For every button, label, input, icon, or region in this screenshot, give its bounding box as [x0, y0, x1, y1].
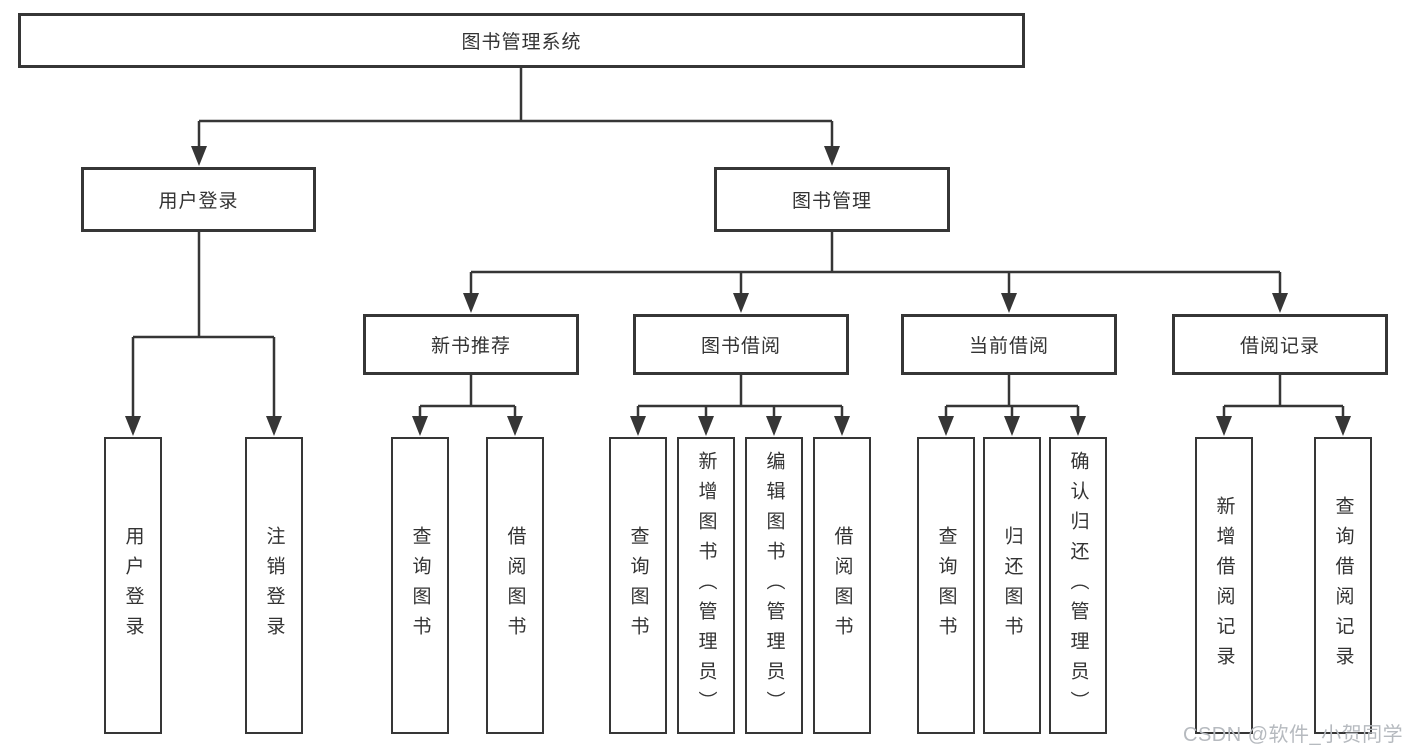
leaf-query-borrow-record: 查询借阅记录: [1314, 437, 1372, 734]
node-borrow-records: 借阅记录: [1172, 314, 1388, 375]
leaf-add-borrow-record: 新增借阅记录: [1195, 437, 1253, 734]
watermark: CSDN @软件_小贺同学: [1183, 724, 1404, 746]
leaf-query-books-current: 查询图书: [917, 437, 975, 734]
leaf-add-book-admin: 新增图书（管理员）: [677, 437, 735, 734]
leaf-user-login: 用户登录: [104, 437, 162, 734]
node-user-login: 用户登录: [81, 167, 316, 232]
leaf-edit-book-admin: 编辑图书（管理员）: [745, 437, 803, 734]
leaf-confirm-return-admin: 确认归还（管理员）: [1049, 437, 1107, 734]
leaf-logout: 注销登录: [245, 437, 303, 734]
node-new-book-recommend: 新书推荐: [363, 314, 579, 375]
leaf-query-books-borrow: 查询图书: [609, 437, 667, 734]
arrowheads: [125, 146, 1351, 436]
node-current-borrow: 当前借阅: [901, 314, 1117, 375]
leaf-borrow-books-recommend: 借阅图书: [486, 437, 544, 734]
node-root-system: 图书管理系统: [18, 13, 1025, 68]
leaf-borrow-books: 借阅图书: [813, 437, 871, 734]
leaf-query-books-recommend: 查询图书: [391, 437, 449, 734]
leaf-return-book: 归还图书: [983, 437, 1041, 734]
node-book-manage: 图书管理: [714, 167, 950, 232]
node-book-borrow: 图书借阅: [633, 314, 849, 375]
